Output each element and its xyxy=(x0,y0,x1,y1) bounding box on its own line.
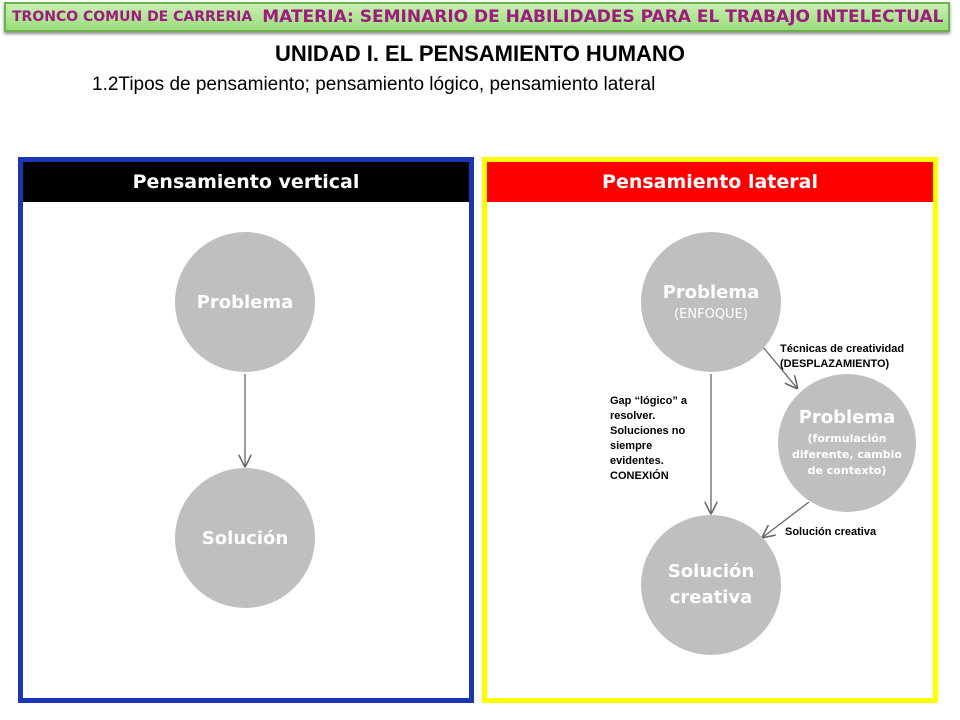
lateral-problem-sub: (ENFOQUE) xyxy=(674,307,748,322)
creative-solution-note: Solución creativa xyxy=(785,526,877,538)
lateral-problem-label: Problema xyxy=(662,282,760,303)
vertical-solution-node: Solución xyxy=(175,468,315,608)
arrow-problem-to-problem2 xyxy=(762,346,797,388)
vertical-panel-header: Pensamiento vertical xyxy=(23,162,469,202)
lateral-panel-header: Pensamiento lateral xyxy=(487,162,933,202)
reformulated-problem-node: Problema (formulación diferente, cambio … xyxy=(778,374,916,512)
gap-note: Gap “lógico” a resolver. Soluciones no s… xyxy=(610,395,688,482)
vertical-problem-node: Problema xyxy=(175,232,315,372)
creative-solution-node: Solución creativa xyxy=(641,515,781,655)
page-title: UNIDAD I. EL PENSAMIENTO HUMANO xyxy=(275,41,685,66)
lateral-thinking-panel: Pensamiento lateral Problema (ENFOQUE) P… xyxy=(482,157,938,703)
page-subtitle: 1.2Tipos de pensamiento; pensamiento lóg… xyxy=(92,74,656,95)
arrow-problem2-to-solution xyxy=(763,501,810,537)
techniques-note: Técnicas de creatividad (DESPLAZAMIENTO) xyxy=(780,343,905,370)
subject-name: MATERIA: SEMINARIO DE HABILIDADES PARA E… xyxy=(262,7,944,27)
reformulated-problem-label: Problema xyxy=(798,407,896,428)
lateral-arrows xyxy=(487,346,810,698)
vertical-thinking-panel: Pensamiento vertical Problema Solución xyxy=(18,157,474,703)
course-name: TRONCO COMUN DE CARRERIA xyxy=(12,9,253,25)
course-banner: TRONCO COMUN DE CARRERIA MATERIA: SEMINA… xyxy=(4,2,950,32)
lateral-problem-node: Problema (ENFOQUE) xyxy=(641,232,781,372)
reformulated-problem-sub: (formulación diferente, cambio de contex… xyxy=(792,432,902,477)
vertical-arrows xyxy=(23,374,469,698)
